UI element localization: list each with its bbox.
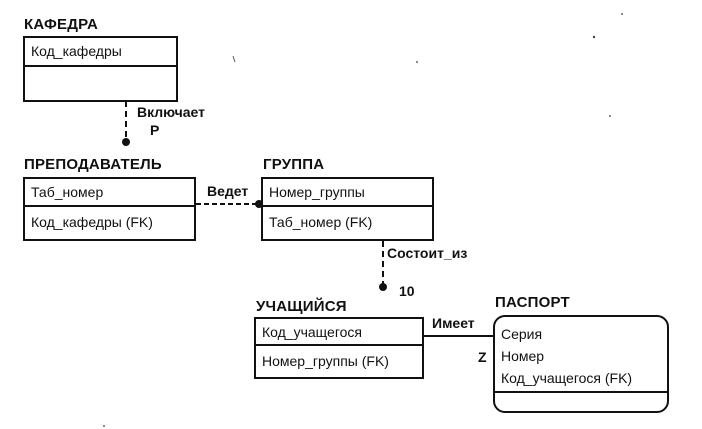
entity-attr-section: Серия Номер Код_учащегося (FK) — [495, 317, 667, 393]
entity-attr-section — [25, 67, 176, 71]
attribute: Номер — [501, 348, 545, 364]
entity-title-gruppa: ГРУППА — [263, 156, 325, 173]
entity-box-pasport: Серия Номер Код_учащегося (FK) — [493, 315, 669, 413]
attribute: Код_кафедры (FK) — [31, 214, 153, 230]
attribute: Номер_группы (FK) — [262, 353, 389, 369]
relationship-label-vedet: Ведет — [207, 183, 249, 199]
speck — [103, 425, 105, 427]
speck — [416, 61, 418, 63]
cardinality-vklyuchaet: P — [150, 122, 160, 138]
entity-box-uchashiysya: Код_учащегося Номер_группы (FK) — [254, 317, 424, 379]
entity-title-prepodavatel: ПРЕПОДАВАТЕЛЬ — [24, 156, 162, 173]
dot-vklyuchaet — [122, 138, 130, 146]
speck — [609, 115, 611, 117]
relationship-label-vklyuchaet: Включает — [137, 104, 205, 120]
entity-box-gruppa: Номер_группы Таб_номер (FK) — [261, 177, 434, 241]
attribute-key: Таб_номер — [31, 184, 104, 200]
attribute: Код_учащегося (FK) — [501, 370, 633, 386]
entity-title-pasport: ПАСПОРТ — [495, 294, 570, 311]
dot-sostoit — [379, 283, 387, 291]
entity-box-prepodavatel: Таб_номер Код_кафедры (FK) — [23, 177, 196, 241]
cardinality-imeet: Z — [478, 349, 487, 365]
entity-key-section: Код_учащегося — [256, 319, 422, 346]
entity-key-section: Код_кафедры — [25, 38, 176, 67]
attribute-key: Номер_группы — [269, 184, 365, 200]
speck — [621, 13, 623, 15]
speck — [592, 35, 596, 39]
entity-title-kafedra: КАФЕДРА — [24, 16, 99, 33]
speck — [232, 55, 236, 63]
entity-box-kafedra: Код_кафедры — [23, 36, 178, 102]
entity-attr-section: Код_кафедры (FK) — [25, 207, 194, 235]
attribute: Серия — [501, 326, 543, 342]
entity-key-section: Номер_группы — [263, 179, 432, 207]
relationship-label-sostoit-iz: Состоит_из — [387, 245, 468, 261]
entity-attr-section: Таб_номер (FK) — [263, 207, 432, 235]
cardinality-sostoit-iz: 10 — [399, 283, 415, 299]
relationship-label-imeet: Имеет — [432, 315, 475, 331]
attribute-key: Код_кафедры — [31, 43, 122, 59]
attribute-key: Код_учащегося — [262, 324, 362, 340]
attribute: Таб_номер (FK) — [269, 214, 373, 230]
entity-key-section: Таб_номер — [25, 179, 194, 207]
entity-attr-section: Номер_группы (FK) — [256, 346, 422, 374]
entity-title-uchashiysya: УЧАЩИЙСЯ — [256, 298, 347, 315]
